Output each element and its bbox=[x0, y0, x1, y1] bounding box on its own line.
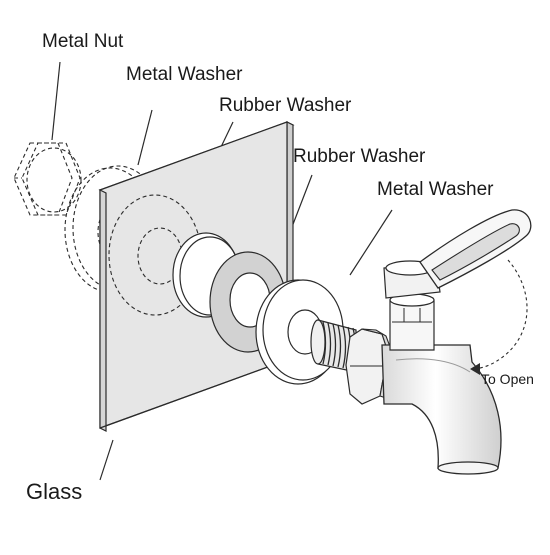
leader-metal-nut bbox=[51, 61, 61, 141]
metal-nut bbox=[13, 142, 82, 216]
label-to-open: To Open bbox=[481, 371, 534, 387]
label-metal-washer-2: Metal Washer bbox=[377, 179, 494, 200]
leader-metal-washer-1 bbox=[137, 109, 153, 166]
arrow-head bbox=[470, 363, 480, 375]
leader-metal-washer-2 bbox=[349, 209, 393, 276]
leader-glass bbox=[99, 439, 114, 481]
label-metal-nut: Metal Nut bbox=[42, 31, 124, 52]
label-rubber-washer-1: Rubber Washer bbox=[219, 95, 352, 116]
tap-body bbox=[381, 209, 532, 475]
label-rubber-washer-2: Rubber Washer bbox=[293, 146, 426, 167]
label-glass: Glass bbox=[26, 479, 83, 504]
label-metal-washer-1: Metal Washer bbox=[126, 64, 243, 85]
rotation-arrow bbox=[473, 259, 528, 370]
